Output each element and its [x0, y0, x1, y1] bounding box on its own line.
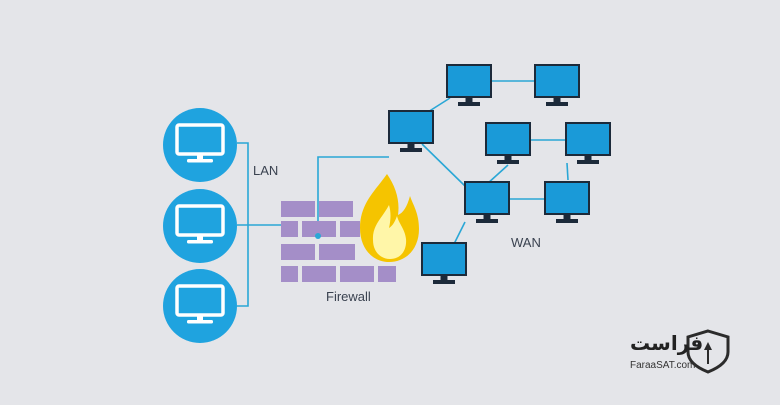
firewall-wall — [281, 201, 396, 282]
brand-url: FaraaSAT.com — [630, 360, 696, 371]
connection-lines — [237, 80, 569, 307]
lan-label: LAN — [253, 163, 279, 178]
brand-name: فراست — [630, 331, 704, 355]
firewall-label: Firewall — [326, 289, 371, 304]
wan-label: WAN — [511, 235, 541, 250]
wan-computer-8 — [421, 242, 467, 285]
lan-computer-1 — [163, 108, 237, 182]
firewall-node — [315, 233, 321, 239]
shield-icon — [686, 329, 730, 374]
wan-computer-7 — [544, 181, 590, 224]
lan-computer-3 — [163, 269, 237, 343]
lan-computer-2 — [163, 189, 237, 263]
wan-computer-5 — [565, 122, 611, 165]
wan-computer-3 — [388, 110, 434, 153]
wan-computer-6 — [464, 181, 510, 224]
wan-computer-1 — [446, 64, 492, 107]
wan-computer-4 — [485, 122, 531, 165]
fire-icon — [360, 174, 419, 262]
wan-computer-2 — [534, 64, 580, 107]
